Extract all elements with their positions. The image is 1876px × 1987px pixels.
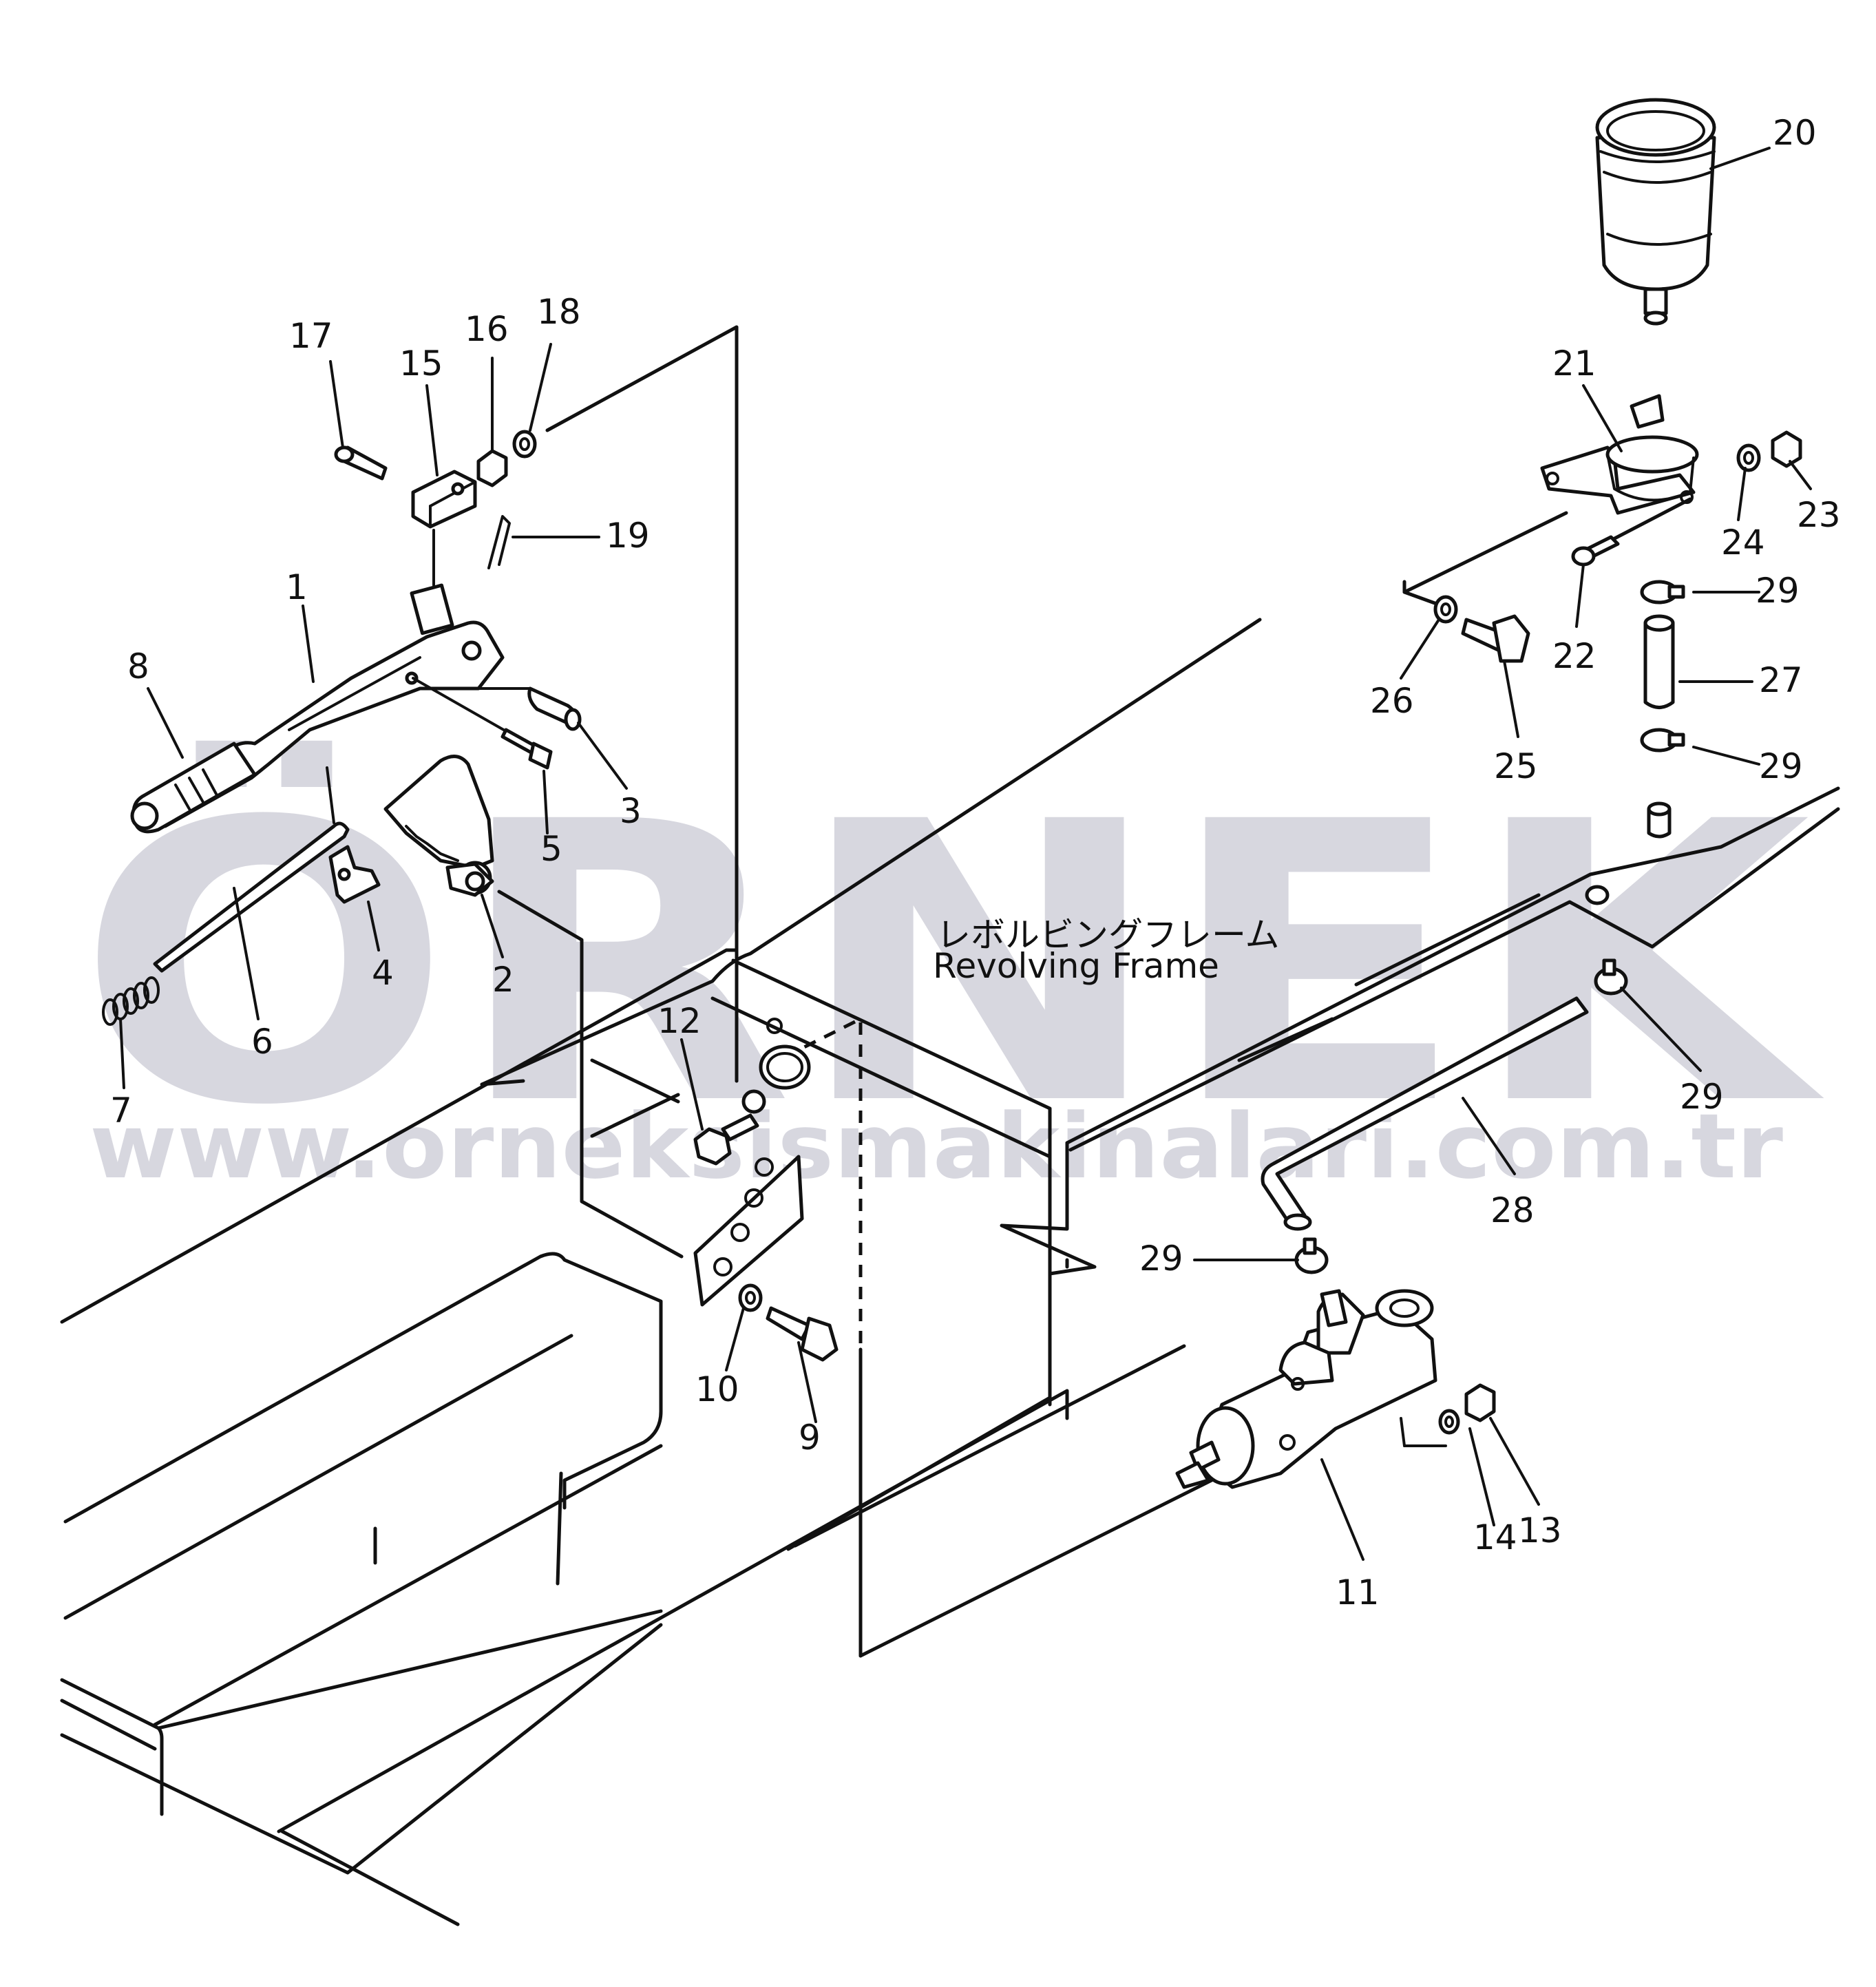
pawl	[328, 845, 381, 904]
callout-24: 24	[1721, 523, 1765, 563]
washer-24	[1736, 443, 1761, 472]
frame-label-jp: レボルビングフレーム	[936, 915, 1280, 955]
callout-11: 11	[1336, 1573, 1380, 1612]
watermark-brand: ÖRNEK	[76, 737, 1827, 1190]
frame-label-en: Revolving Frame	[933, 946, 1219, 986]
callout-29-upper: 29	[1759, 746, 1803, 786]
bolt-5	[412, 677, 553, 770]
callout-29-top: 29	[1756, 571, 1800, 611]
callout-17: 17	[289, 316, 333, 356]
callout-3: 3	[620, 791, 642, 831]
tank-nipple	[1647, 801, 1672, 839]
callout-16: 16	[465, 309, 509, 349]
clamp-29a	[1294, 1237, 1329, 1274]
bolt-12	[693, 1018, 811, 1166]
callout-22: 22	[1552, 636, 1596, 676]
washer-18	[512, 430, 537, 459]
callout-29-left: 29	[1139, 1239, 1183, 1279]
hand-lever	[130, 583, 505, 834]
watermark-url: www.orneksismakinalari.com.tr	[89, 1094, 1783, 1199]
tank-bracket	[1540, 394, 1699, 515]
callout-29-right: 29	[1680, 1077, 1724, 1117]
callout-5: 5	[540, 829, 562, 869]
callout-7: 7	[110, 1091, 132, 1131]
leader-lines	[119, 147, 1812, 1561]
callout-23: 23	[1797, 495, 1841, 535]
callout-9: 9	[799, 1418, 821, 1458]
bolt-9	[766, 1306, 839, 1362]
clevis-pin	[334, 445, 388, 481]
bolt-25	[1461, 614, 1530, 663]
callout-labels: 1 2 3 4 5 6 7 8 9 10 11 12 13 14 15 16 1…	[110, 113, 1841, 1612]
bolt-22	[1571, 535, 1620, 567]
callout-15: 15	[399, 344, 443, 383]
frame-outline	[60, 325, 1840, 1926]
master-cylinder	[1175, 1289, 1447, 1489]
callout-12: 12	[657, 1001, 702, 1041]
callout-13: 13	[1518, 1511, 1562, 1550]
nut-16	[476, 449, 508, 487]
callout-18: 18	[537, 292, 581, 332]
pin	[419, 686, 582, 731]
rod	[153, 821, 350, 973]
nut-13	[1464, 1383, 1496, 1422]
watermark: ÖRNEK www.orneksismakinalari.com.tr	[76, 737, 1827, 1199]
callout-25: 25	[1494, 746, 1538, 786]
callout-27: 27	[1759, 660, 1803, 700]
short-hose	[1643, 614, 1675, 709]
callout-14: 14	[1473, 1517, 1517, 1557]
cotter-pin	[487, 515, 511, 569]
callout-6: 6	[251, 1022, 273, 1062]
frame-label: レボルビングフレーム Revolving Frame	[933, 915, 1280, 986]
callout-28: 28	[1490, 1190, 1535, 1230]
mounting-plate	[693, 1155, 804, 1307]
callout-2: 2	[492, 960, 514, 1000]
reservoir-tank	[1595, 98, 1716, 326]
washer-10	[738, 1283, 763, 1312]
spring	[102, 976, 160, 1026]
clamp-29b	[1594, 958, 1628, 996]
hose-pipe	[1261, 996, 1589, 1231]
callout-4: 4	[372, 953, 394, 993]
nut-23	[1771, 430, 1802, 468]
clamp-29d	[1640, 728, 1685, 753]
clevis	[411, 470, 477, 587]
frame-nipple	[1585, 885, 1610, 905]
ratchet-sector	[383, 755, 494, 897]
washer-26	[1433, 595, 1458, 624]
clamp-29c	[1640, 580, 1685, 604]
callout-8: 8	[127, 646, 149, 686]
callout-20: 20	[1773, 113, 1817, 153]
callout-21: 21	[1552, 344, 1596, 383]
callout-19: 19	[606, 516, 650, 556]
washer-14	[1438, 1409, 1460, 1435]
callout-10: 10	[695, 1369, 739, 1409]
callout-1: 1	[286, 567, 308, 607]
callout-26: 26	[1370, 681, 1414, 721]
